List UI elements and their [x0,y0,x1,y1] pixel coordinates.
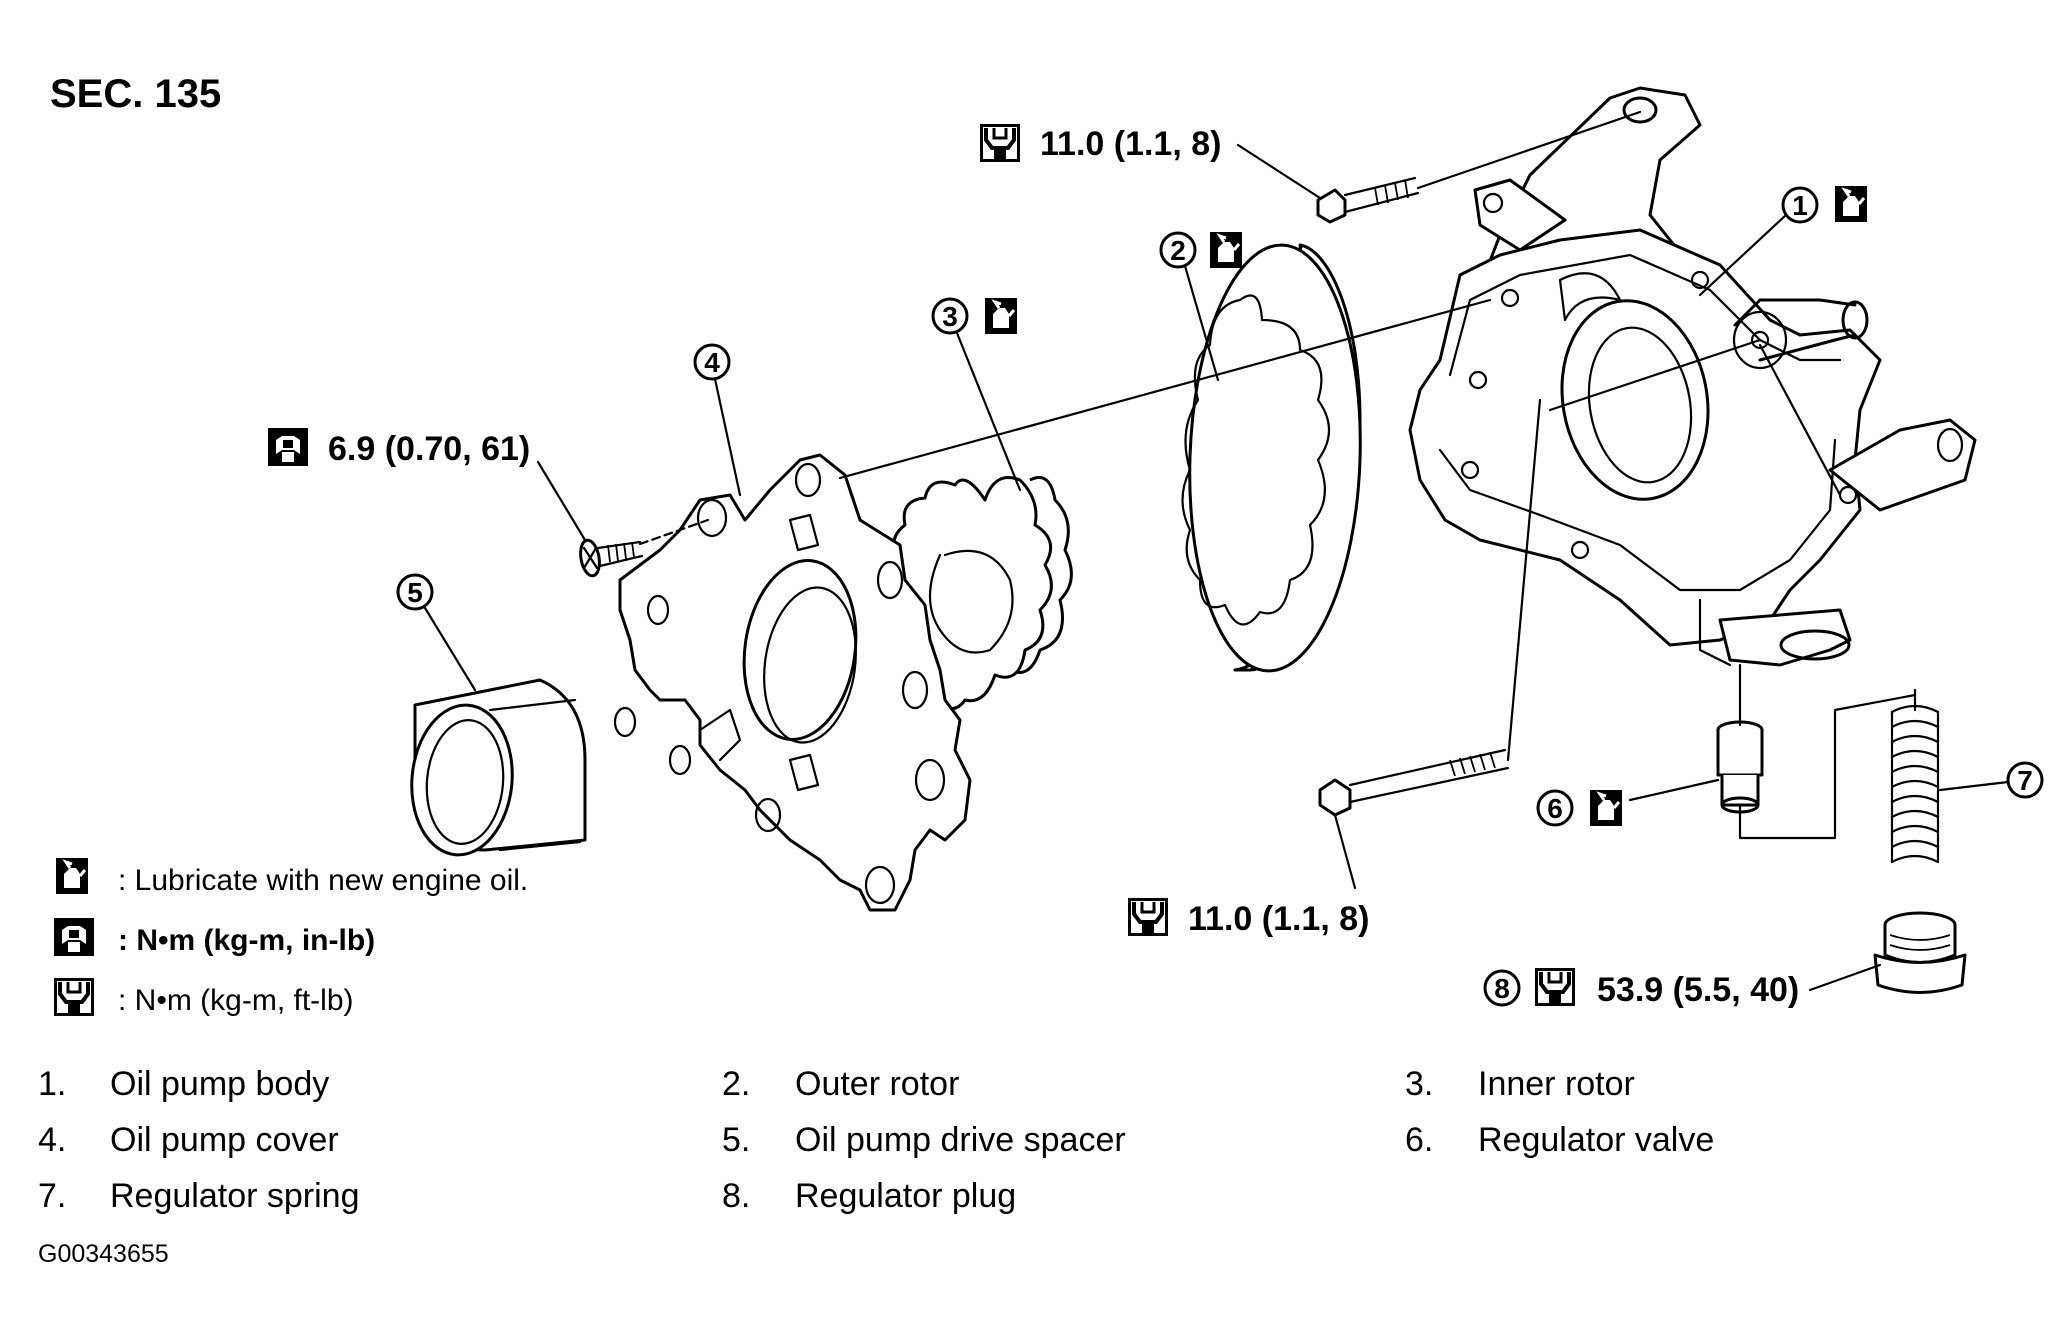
torque-wrench-ftlb-icon [1127,897,1169,937]
outer-rotor [1181,243,1362,673]
svg-text:6: 6 [1547,793,1563,824]
figure-id: G00343655 [38,1240,169,1268]
svg-text:3: 3 [942,301,958,332]
oil-can-icon [1588,788,1624,828]
oil-pump-cover [613,453,972,912]
oil-can-icon [983,296,1019,336]
part-number: 3. [1405,1065,1434,1103]
legend: : Lubricate with new engine oil. : N•m (… [53,856,528,1017]
part-number: 2. [722,1065,751,1103]
part-name: Regulator valve [1478,1121,1715,1159]
torque-wrench-inlb-icon [54,918,94,956]
part-name: Inner rotor [1478,1065,1635,1103]
section-title: SEC. 135 [50,72,221,116]
part-number: 6. [1405,1121,1434,1159]
torque-top-bolt: 11.0 (1.1, 8) [979,123,1322,200]
callout-1: 1 [1698,184,1869,297]
legend-torque-inlb: : N•m (kg-m, in-lb) [54,918,375,957]
callout-4: 4 [693,343,742,497]
regulator-plug [1873,911,1967,994]
callout-2: 2 [1159,230,1244,382]
svg-text:11.0 (1.1, 8): 11.0 (1.1, 8) [1188,900,1369,938]
regulator-valve [1716,720,1764,814]
svg-text:6.9 (0.70, 61): 6.9 (0.70, 61) [328,430,530,468]
part-name: Oil pump drive spacer [795,1121,1126,1159]
torque-wrench-ftlb-icon [53,977,95,1017]
svg-text:2: 2 [1170,235,1186,266]
parts-row: 1. Oil pump body 2. Outer rotor 3. Inner… [0,1065,2070,1115]
part-name: Oil pump body [110,1065,330,1103]
callout-3: 3 [931,296,1022,492]
part-number: 4. [38,1121,67,1159]
part-name: Oil pump cover [110,1121,339,1159]
svg-text:1: 1 [1792,190,1808,221]
top-bolt [1316,176,1420,224]
part-name: Regulator spring [110,1177,360,1215]
torque-lower-bolt: 11.0 (1.1, 8) [1127,813,1369,938]
part-name: Outer rotor [795,1065,960,1103]
svg-text:7: 7 [2017,765,2033,796]
legend-torque-ftlb: : N•m (kg-m, ft-lb) [53,977,354,1017]
svg-text:: N•m (kg-m, in-lb): : N•m (kg-m, in-lb) [118,924,375,957]
part-number: 7. [38,1177,67,1215]
oil-can-icon [54,856,90,896]
lower-bolt [1318,748,1510,817]
assembly-lines [638,110,1917,840]
torque-cover-screw: 6.9 (0.70, 61) [268,428,587,542]
regulator-spring [1890,688,1940,864]
callout-8: 8 [1483,963,1882,1007]
callout-7: 7 [1938,761,2044,799]
svg-text:4: 4 [704,347,720,378]
callout-5: 5 [396,573,477,692]
oil-pump-body [1408,86,1977,667]
part-number: 8. [722,1177,751,1215]
part-name: Regulator plug [795,1177,1017,1215]
svg-text:: N•m (kg-m, ft-lb): : N•m (kg-m, ft-lb) [118,984,354,1017]
cover-screw [579,538,644,578]
part-number: 1. [38,1065,67,1103]
parts-row: 4. Oil pump cover 5. Oil pump drive spac… [0,1121,2070,1171]
torque-wrench-ftlb-icon [979,123,1021,163]
oil-pump-drive-spacer [410,678,587,857]
callout-6: 6 [1536,778,1720,828]
svg-text:: Lubricate with new engine oi: : Lubricate with new engine oil. [118,864,528,897]
torque-wrench-ftlb-icon [1534,967,1576,1007]
part-number: 5. [722,1121,751,1159]
svg-text:5: 5 [407,577,423,608]
oil-can-icon [1208,230,1244,270]
svg-text:53.9 (5.5, 40): 53.9 (5.5, 40) [1597,971,1799,1009]
legend-lubricate: : Lubricate with new engine oil. [54,856,528,897]
parts-row: 7. Regulator spring 8. Regulator plug [0,1177,2070,1227]
oil-can-icon [1833,184,1869,224]
svg-text:8: 8 [1494,973,1510,1004]
svg-text:11.0 (1.1, 8): 11.0 (1.1, 8) [1040,125,1221,163]
torque-plug: 53.9 (5.5, 40) [1597,971,1799,1009]
torque-wrench-inlb-icon [268,428,308,466]
